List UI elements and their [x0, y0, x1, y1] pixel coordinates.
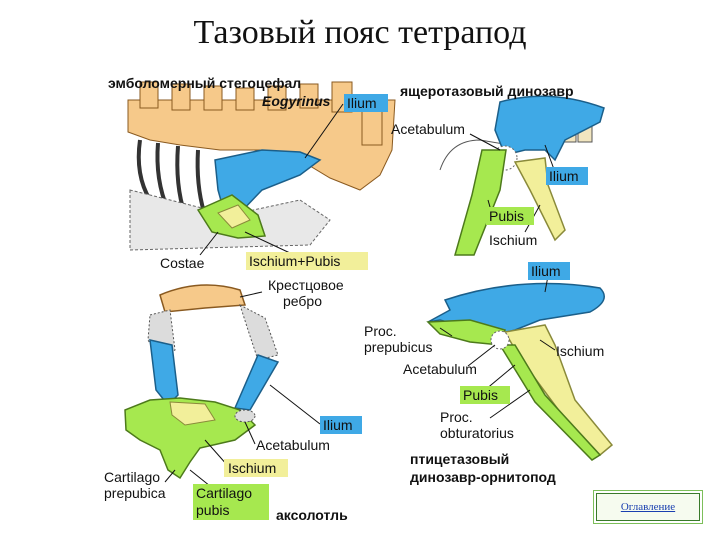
saurischian-acetabulum-label: Acetabulum	[391, 121, 465, 137]
axolotl-cart-pubis-label-2: pubis	[196, 502, 229, 518]
stegocephal-costae-label: Costae	[160, 255, 205, 271]
ornithischian-ilium-label: Ilium	[531, 263, 561, 279]
axolotl-pubo-ischium-plate	[124, 397, 257, 480]
axolotl-sacral-rib-label-1: Крестцовое	[268, 277, 344, 293]
stegocephal-panel: эмболомерный стегоцефал Eogyrinus Ilium …	[108, 75, 396, 271]
ornithischian-ischium-label: Ischium	[556, 343, 604, 359]
axolotl-cartilage-right	[239, 303, 279, 361]
ornithischian-caption-2: динозавр-орнитопод	[410, 469, 556, 485]
axolotl-ischium-label-bg	[224, 459, 288, 477]
saurischian-ischium-bone	[513, 157, 566, 242]
ornithischian-proc-prepubicus-label-2: prepubicus	[364, 339, 433, 355]
axolotl-sacral-rib	[159, 284, 247, 313]
saurischian-ilium-label: Ilium	[549, 168, 579, 184]
axolotl-ilium-right	[233, 354, 280, 411]
stegocephal-ischium-pubis-label: Ischium+Pubis	[249, 253, 340, 269]
page-title: Тазовый пояс тетрапод	[193, 14, 527, 51]
axolotl-acetabulum	[234, 409, 256, 423]
ornithischian-pubis-label: Pubis	[463, 387, 498, 403]
ornithischian-proc-obturatorius-label-2: obturatorius	[440, 425, 514, 441]
stegocephal-ilium-label-bg	[344, 94, 388, 112]
stegocephal-ischium-area	[217, 204, 251, 229]
stegocephal-genus: Eogyrinus	[262, 93, 331, 109]
saurischian-ischium-label: Ischium	[489, 232, 537, 248]
axolotl-cart-pubis-label-bg	[193, 484, 269, 520]
saurischian-ilium-bone	[494, 95, 605, 162]
axolotl-cart-pubis-label-1: Cartilago	[196, 485, 252, 501]
ornithischian-panel: Ilium Proc. prepubicus Ischium Acetabulu…	[364, 262, 614, 485]
stegocephal-ischium-pubis-label-bg	[246, 252, 368, 270]
axolotl-cart-prepubica-label-1: Cartilago	[104, 469, 160, 485]
ornithischian-acetabulum	[490, 330, 510, 350]
saurischian-outline	[439, 139, 541, 171]
ornithischian-acetabulum-label: Acetabulum	[403, 361, 477, 377]
ornithischian-caption-1: птицетазовый	[410, 451, 509, 467]
saurischian-panel: ящеротазовый динозавр Acetabulum Ilium P…	[391, 83, 605, 256]
axolotl-acetabulum-label: Acetabulum	[256, 437, 330, 453]
saurischian-pubis-label-bg	[486, 207, 534, 225]
stegocephal-leaders	[199, 103, 344, 256]
stegocephal-caption: эмболомерный стегоцефал	[108, 75, 301, 91]
vertebral-column	[127, 81, 396, 191]
saurischian-ilium-label-bg	[546, 167, 588, 185]
ornithischian-ilium-label-bg	[528, 262, 570, 280]
axolotl-caption: аксолотль	[276, 507, 348, 523]
ornithischian-pubis-label-bg	[460, 386, 510, 404]
axolotl-sacral-rib-label-2: ребро	[283, 293, 322, 309]
ornithischian-pubis-bone	[498, 344, 602, 461]
axolotl-ischium-label: Ischium	[228, 460, 276, 476]
saurischian-caption: ящеротазовый динозавр	[400, 83, 574, 99]
saurischian-pubis-label: Pubis	[489, 208, 524, 224]
axolotl-ilium-label: Ilium	[323, 417, 353, 433]
stegocephal-ilium-label: Ilium	[347, 95, 377, 111]
axolotl-leaders	[164, 291, 321, 491]
toc-link[interactable]: Оглавление	[593, 490, 703, 524]
ornithischian-proc-obturatorius-label-1: Proc.	[440, 409, 473, 425]
axolotl-panel: Крестцовое ребро Ilium Acetabulum Ischiu…	[104, 277, 362, 523]
ornithischian-proc-prepubicus-label-1: Proc.	[364, 323, 397, 339]
axolotl-ischium-area	[169, 401, 216, 426]
axolotl-cart-prepubica-label-2: prepubica	[104, 485, 166, 501]
saurischian-pubis-bone	[454, 149, 507, 256]
axolotl-ilium-label-bg	[320, 416, 362, 434]
